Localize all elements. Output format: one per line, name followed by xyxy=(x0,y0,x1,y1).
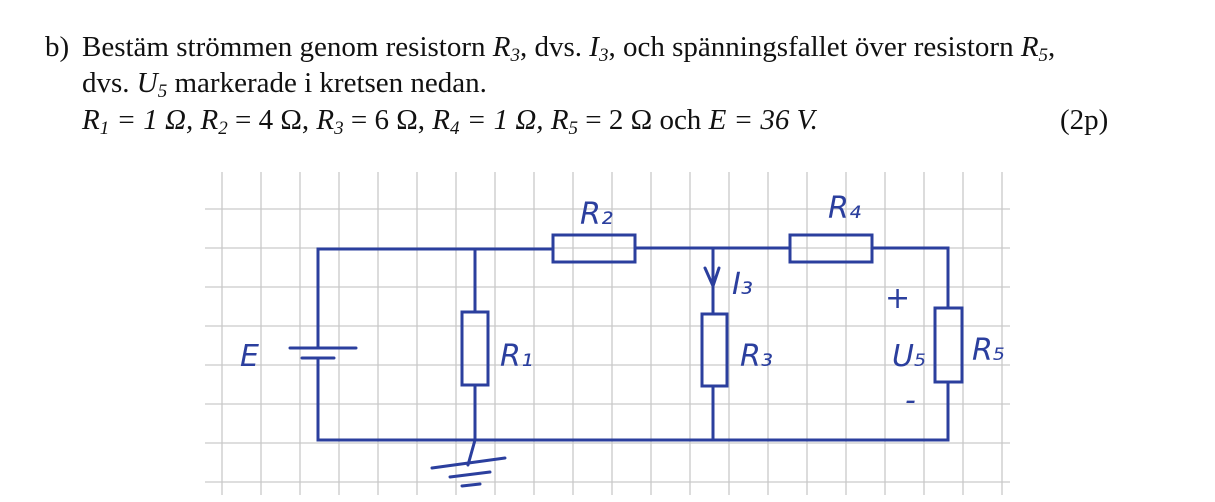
label-r4: R₄ xyxy=(828,191,861,226)
resistor-r2 xyxy=(551,233,637,264)
value: = 1 Ω, xyxy=(459,104,551,136)
resistor-r1 xyxy=(460,310,490,387)
var: R xyxy=(1020,31,1039,63)
text: Bestäm strömmen genom resistorn xyxy=(82,31,493,63)
text: , och spänningsfallet över resistorn xyxy=(608,31,1021,63)
var: R xyxy=(432,104,451,136)
problem-values: R1 = 1 Ω, R2 = 4 Ω, R3 = 6 Ω, R4 = 1 Ω, … xyxy=(82,103,818,139)
var: R xyxy=(200,104,219,136)
label-r5: R₅ xyxy=(972,333,1005,368)
text: dvs. xyxy=(82,67,137,99)
text: markerade i kretsen nedan. xyxy=(167,67,487,99)
problem-line-2: dvs. U5 markerade i kretsen nedan. xyxy=(82,66,487,102)
var: E xyxy=(708,104,727,136)
label-r2: R₂ xyxy=(580,197,613,232)
sub: 5 xyxy=(157,81,168,102)
text: , dvs. xyxy=(520,31,590,63)
resistor-r5 xyxy=(933,306,964,384)
circuit-wires xyxy=(288,233,964,488)
sub: 3 xyxy=(598,45,609,66)
value: = 36 V. xyxy=(726,104,818,136)
label-i3: I₃ xyxy=(732,267,753,302)
var: R xyxy=(316,104,335,136)
label-u5: U₅ xyxy=(892,339,926,374)
sub: 3 xyxy=(334,118,344,139)
var: U xyxy=(136,67,158,99)
resistor-r3 xyxy=(700,312,729,388)
label-minus: - xyxy=(905,383,916,418)
label-r1: R₁ xyxy=(500,339,533,374)
var: R xyxy=(550,104,569,136)
sub: 4 xyxy=(450,118,460,139)
label-plus: + xyxy=(885,281,910,316)
current-arrow-icon xyxy=(703,266,721,291)
wire xyxy=(473,246,715,442)
var: I xyxy=(589,31,599,63)
sub: 5 xyxy=(1038,45,1049,66)
wire xyxy=(316,246,950,442)
problem-line-1: Bestäm strömmen genom resistorn R3, dvs.… xyxy=(82,30,1056,66)
ground-icon xyxy=(430,438,507,488)
value: = 2 Ω och xyxy=(578,104,709,136)
value: = 6 Ω, xyxy=(343,104,433,136)
battery-e xyxy=(288,346,358,360)
sub: 2 xyxy=(218,118,228,139)
sub: 3 xyxy=(510,45,521,66)
text: , xyxy=(1048,31,1056,63)
label-r3: R₃ xyxy=(740,339,773,374)
label-e: E xyxy=(240,339,259,374)
value: = 1 Ω, xyxy=(109,104,201,136)
var: R xyxy=(82,104,100,136)
sub: 1 xyxy=(99,118,110,139)
points: (2p) xyxy=(1060,104,1109,136)
sub: 5 xyxy=(568,118,579,139)
resistor-r4 xyxy=(788,233,874,264)
problem-label: b) xyxy=(45,31,70,63)
value: = 4 Ω, xyxy=(227,104,317,136)
var: R xyxy=(492,31,511,63)
